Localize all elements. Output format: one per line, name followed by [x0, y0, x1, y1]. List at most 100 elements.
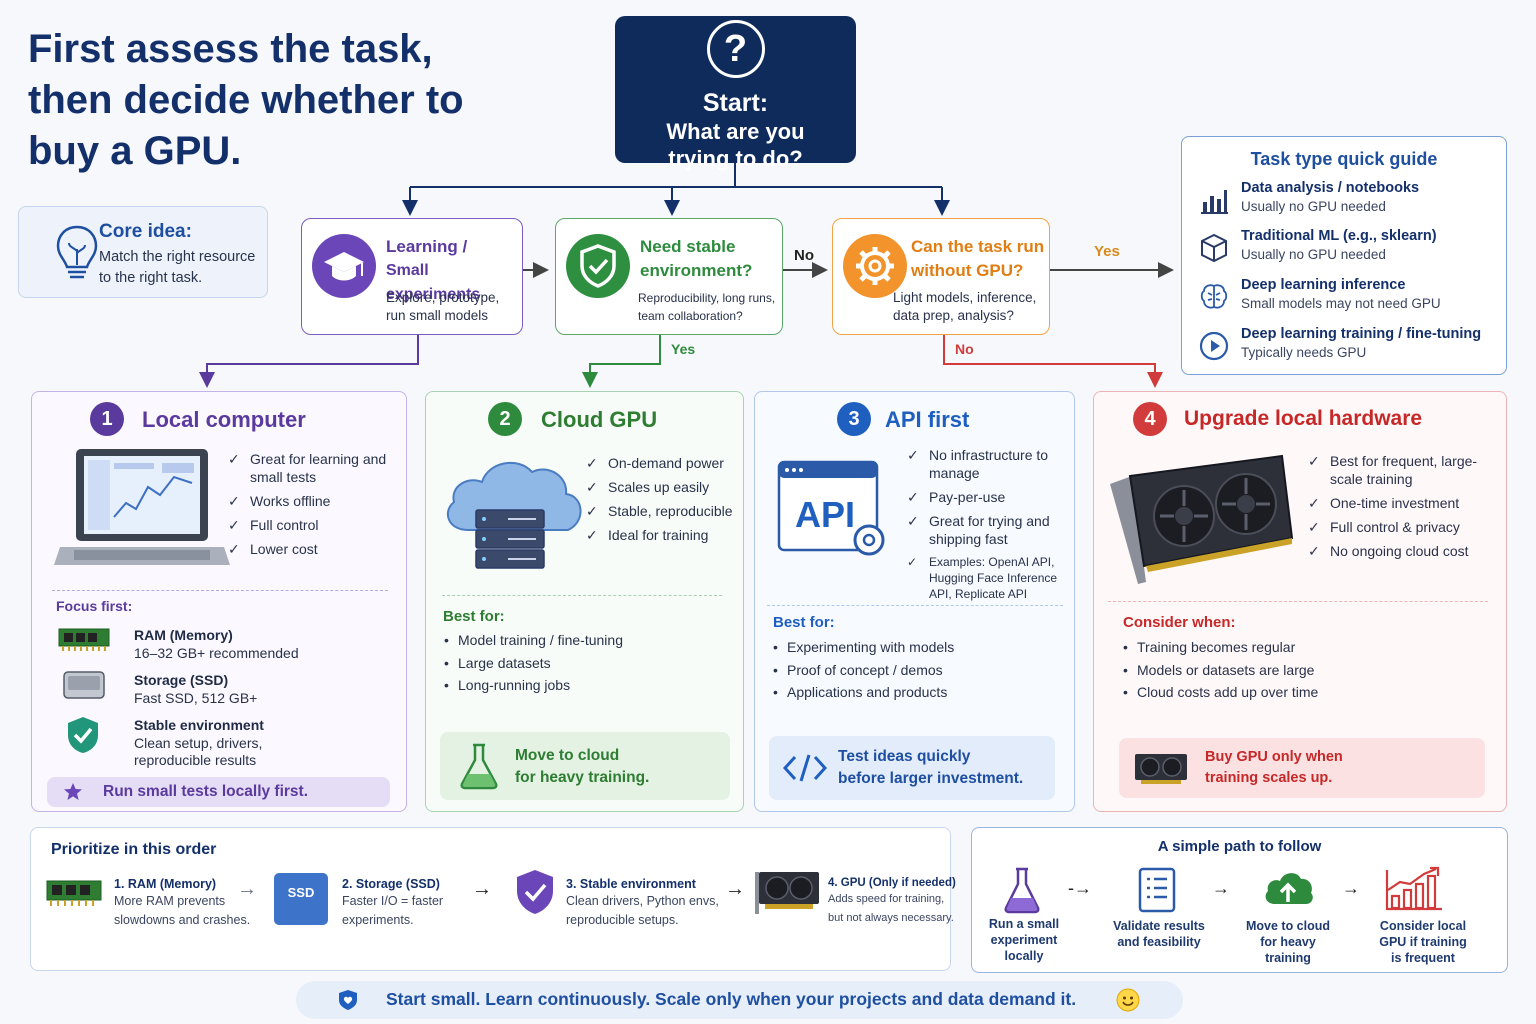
arrow-icon: -→: [1068, 878, 1092, 898]
shield-check-icon: [68, 717, 98, 753]
start-label: Start:: [702, 89, 769, 117]
guide-item-heading: Deep learning inference: [1241, 277, 1406, 293]
divider: [767, 605, 1063, 606]
divider: [442, 595, 722, 596]
ram-icon: [58, 628, 110, 651]
smiley-icon: [1116, 988, 1140, 1012]
q2-body-2: team collaboration?: [638, 309, 743, 323]
consider-when-item: Models or datasets are large: [1121, 659, 1318, 682]
footer-text: Start small. Learn continuously. Scale o…: [386, 989, 1077, 1009]
core-idea-heading: Core idea:: [99, 221, 192, 242]
page-title: First assess the task, then decide wheth…: [28, 27, 464, 173]
question-icon: ?: [706, 20, 765, 78]
card-number: 3: [837, 402, 871, 436]
consider-when-title: Consider when:: [1123, 614, 1236, 631]
check-item: Pay-per-use: [907, 488, 1069, 506]
q2-heading-1: Need stable: [640, 237, 736, 256]
shield-check-icon: [566, 234, 630, 298]
focus-item-sub: 16–32 GB+ recommended: [134, 645, 299, 661]
play-icon: [1199, 331, 1229, 361]
focus-item-heading: RAM (Memory): [134, 627, 233, 643]
question-learning: Learning /Small experiments Explore, pro…: [301, 218, 523, 335]
priority-step-sub: but not always necessary.: [828, 912, 954, 924]
card-number: 4: [1133, 402, 1167, 436]
priority-step-sub: slowdowns and crashes.: [114, 913, 251, 927]
q1-body-1: Explore, prototype,: [386, 290, 500, 305]
guide-item-sub: Usually no GPU needed: [1241, 247, 1386, 262]
checklist-icon: [1138, 867, 1176, 913]
task-type-guide: Task type quick guide Data analysis / no…: [1181, 136, 1507, 375]
best-for-title: Best for:: [443, 608, 505, 625]
card-checklist: Great for learning and small tests Works…: [228, 450, 398, 564]
card-title: Local computer: [142, 407, 306, 432]
ssd-icon: [63, 671, 105, 699]
brain-icon: [1200, 284, 1228, 309]
callout-line-1: Buy GPU only when: [1205, 749, 1343, 765]
consider-when-item: Cloud costs add up over time: [1121, 681, 1318, 704]
arrow-icon: →: [472, 878, 492, 900]
guide-item-heading: Traditional ML (e.g., sklearn): [1241, 228, 1437, 244]
graduation-cap-icon: [312, 234, 376, 298]
code-icon: [783, 754, 827, 782]
priority-step: 1. RAM (Memory) More RAM prevents slowdo…: [114, 877, 250, 929]
callout-line-1: Move to cloud: [515, 747, 620, 764]
q3-body-2: data prep, analysis?: [893, 308, 1014, 323]
card-cloud-gpu: 2 Cloud GPU On-demand power Scales up ea…: [425, 391, 744, 812]
card-number: 2: [488, 402, 522, 436]
guide-item-heading: Data analysis / notebooks: [1241, 180, 1420, 196]
check-item: No ongoing cloud cost: [1308, 542, 1498, 560]
card-checklist: No infrastructure to manage Pay-per-use …: [907, 446, 1069, 608]
check-item: Great for trying and shipping fast: [907, 512, 1069, 548]
label-no-upgrade: No: [955, 341, 974, 357]
check-item: Stable, reproducible: [586, 502, 741, 520]
bar-chart-icon: [1201, 190, 1228, 214]
best-for-list: Model training / fine-tuning Large datas…: [442, 629, 623, 697]
callout-line-2: before larger investment.: [838, 770, 1024, 787]
core-idea-box: Core idea: Match the right resource to t…: [18, 206, 268, 298]
divider: [52, 590, 388, 591]
flask-icon: [1004, 867, 1040, 914]
check-item: One-time investment: [1308, 494, 1498, 512]
label-no-stable: No: [794, 247, 814, 264]
focus-item-sub: Clean setup, drivers, reproducible resul…: [134, 735, 263, 768]
core-idea-text: Match the right resource to the right ta…: [99, 249, 256, 286]
ssd-icon: SSD: [274, 873, 328, 925]
check-item: Full control & privacy: [1308, 518, 1498, 536]
ram-icon: [46, 880, 102, 906]
path-step: Consider local GPU if training is freque…: [1379, 919, 1467, 965]
priority-order-panel: Prioritize in this order 1. RAM (Memory)…: [30, 827, 956, 971]
focus-item: Storage (SSD) Fast SSD, 512 GB+: [134, 672, 257, 706]
best-for-item: Experimenting with models: [771, 636, 954, 659]
arrow-icon: →: [1212, 878, 1230, 898]
card-local-computer: 1 Local computer Great for learning and …: [31, 391, 407, 812]
gpu-card-icon: [755, 872, 819, 914]
check-item: Scales up easily: [586, 478, 741, 496]
card-title: API first: [885, 407, 970, 432]
callout-line-1: Test ideas quickly: [838, 748, 971, 765]
callout-text: Run small tests locally first.: [103, 783, 309, 800]
divider: [1108, 601, 1488, 602]
card-api-first: 3 API first API No infrastructure to man…: [754, 391, 1075, 812]
check-item: Examples: OpenAI API, Hugging Face Infer…: [907, 554, 1069, 602]
q1-heading-1: Learning /: [386, 237, 468, 256]
guide-item-sub: Typically needs GPU: [1241, 345, 1367, 360]
priority-step-sub: experiments.: [342, 913, 414, 927]
priority-step-heading: 2. Storage (SSD): [342, 877, 440, 891]
best-for-item: Applications and products: [771, 681, 954, 704]
flask-icon: [460, 743, 498, 790]
arrow-icon: →: [725, 878, 745, 900]
card-callout: Test ideas quickly before larger investme…: [769, 736, 1055, 800]
best-for-item: Long-running jobs: [442, 674, 623, 697]
q3-heading-1: Can the task run: [911, 237, 1045, 256]
start-question-line-1: What are you: [666, 119, 805, 144]
guide-item-sub: Usually no GPU needed: [1241, 199, 1386, 214]
heart-shield-icon: [339, 990, 357, 1010]
arrow-icon: →: [237, 878, 257, 900]
guide-item-heading: Deep learning training / fine-tuning: [1241, 326, 1482, 342]
